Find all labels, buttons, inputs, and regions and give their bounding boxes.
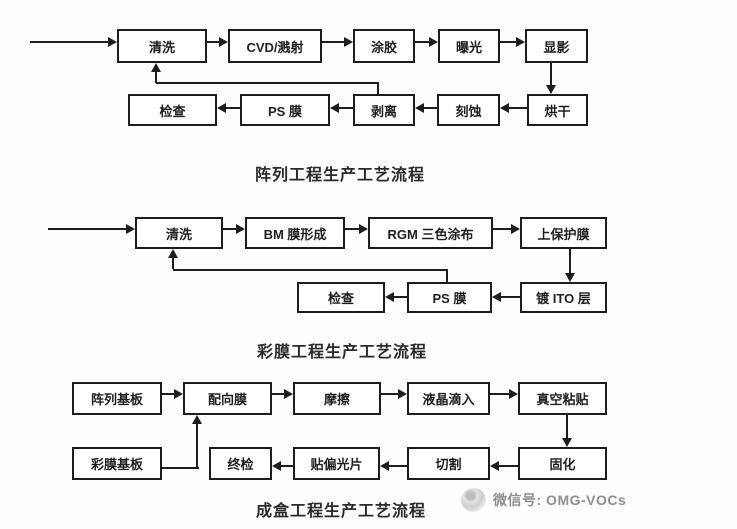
- feedback-loop-line: [156, 82, 379, 84]
- arrow-left-icon: [385, 292, 394, 302]
- node-ito-plating: 镀 ITO 层: [520, 282, 607, 313]
- arrow-left-icon: [217, 103, 226, 113]
- node-baking: 烘干: [527, 94, 588, 126]
- node-cleaning: 清洗: [135, 217, 223, 249]
- connector-line: [162, 467, 199, 469]
- wechat-stamp-icon: [461, 488, 486, 512]
- node-alignment-film: 配向膜: [183, 382, 272, 415]
- chart-title-cell-assembly-process: 成盒工程生产工艺流程: [255, 503, 426, 520]
- arrow-down-icon: [546, 85, 556, 94]
- node-curing: 固化: [518, 447, 607, 480]
- arrow-left-icon: [330, 103, 339, 113]
- arrow-right-icon: [359, 224, 368, 234]
- flow-line: [424, 107, 437, 109]
- node-polarizer-attaching: 贴偏光片: [293, 447, 380, 480]
- arrow-down-icon: [562, 438, 572, 447]
- node-bm-film-forming: BM 膜形成: [245, 217, 345, 249]
- node-cutting: 切割: [407, 447, 490, 480]
- flow-line: [339, 107, 353, 109]
- arrow-right-icon: [219, 37, 228, 47]
- flow-line: [501, 296, 520, 298]
- node-development: 显影: [525, 29, 588, 63]
- flow-line: [226, 107, 240, 109]
- chart-title-array-process: 阵列工程生产工艺流程: [254, 167, 425, 184]
- flow-line: [162, 393, 174, 395]
- flow-line: [281, 465, 293, 467]
- arrow-right-icon: [511, 224, 520, 234]
- arrow-up-icon: [192, 415, 202, 424]
- flow-line: [322, 41, 344, 43]
- feedback-loop-line: [377, 83, 379, 94]
- entry-flow-line: [30, 41, 108, 43]
- flow-line: [550, 63, 552, 85]
- arrow-right-icon: [429, 37, 438, 47]
- node-vacuum-bonding: 真空粘贴: [518, 382, 607, 415]
- arrow-right-icon: [509, 389, 518, 399]
- arrow-left-icon: [490, 461, 499, 471]
- flow-line: [207, 41, 219, 43]
- node-ps-film: PS 膜: [240, 94, 330, 126]
- arrow-left-icon: [492, 292, 501, 302]
- arrow-left-icon: [380, 461, 389, 471]
- node-final-inspection: 终检: [209, 447, 272, 480]
- node-rubbing: 摩擦: [293, 382, 381, 415]
- arrow-right-icon: [516, 37, 525, 47]
- chart-title-color-filter-process: 彩膜工程生产工艺流程: [256, 344, 427, 361]
- arrow-left-icon: [272, 461, 281, 471]
- flow-line: [509, 107, 527, 109]
- node-resist-coating: 涂胶: [353, 29, 415, 63]
- node-array-substrate: 阵列基板: [72, 382, 162, 415]
- feedback-loop-line: [172, 258, 174, 269]
- arrow-left-icon: [500, 103, 509, 113]
- flow-line: [499, 465, 518, 467]
- node-cvd-sputtering: CVD/溅射: [228, 29, 322, 63]
- node-etching: 刻蚀: [437, 94, 500, 126]
- arrow-right-icon: [284, 389, 293, 399]
- node-ps-film: PS 膜: [407, 282, 492, 313]
- feedback-loop-line: [446, 271, 448, 282]
- flow-line: [569, 249, 571, 273]
- flow-line: [223, 228, 236, 230]
- feedback-loop-line: [173, 269, 448, 271]
- flow-line: [493, 228, 511, 230]
- flow-line: [415, 41, 429, 43]
- node-lc-dropping: 液晶滴入: [407, 382, 490, 415]
- node-inspection: 检查: [128, 94, 217, 126]
- node-exposure: 曝光: [438, 29, 500, 63]
- flow-line: [272, 393, 284, 395]
- flow-line: [389, 465, 407, 467]
- node-rgb-tricolor-coating: RGM 三色涂布: [368, 217, 493, 249]
- arrow-right-icon: [398, 389, 407, 399]
- arrow-right-icon: [344, 37, 353, 47]
- node-inspection: 检查: [297, 282, 385, 313]
- flow-line: [500, 41, 516, 43]
- arrow-left-icon: [415, 103, 424, 113]
- flow-line: [381, 393, 398, 395]
- flow-line: [394, 296, 407, 298]
- flow-line: [345, 228, 359, 230]
- flow-line: [490, 393, 509, 395]
- connector-line: [196, 424, 198, 469]
- node-cleaning: 清洗: [117, 29, 207, 63]
- arrow-right-icon: [174, 389, 183, 399]
- flow-line: [566, 415, 568, 438]
- arrow-right-icon: [126, 224, 135, 234]
- entry-flow-line: [48, 228, 126, 230]
- arrow-right-icon: [236, 224, 245, 234]
- arrow-right-icon: [108, 37, 117, 47]
- wechat-id-label: 微信号: OMG-VOCs: [493, 492, 627, 508]
- node-stripping: 剥离: [353, 94, 415, 126]
- arrow-up-icon: [168, 249, 178, 258]
- feedback-loop-line: [155, 72, 157, 83]
- watermark: 微信号: OMG-VOCs: [461, 488, 626, 512]
- node-protective-film: 上保护膜: [520, 217, 607, 249]
- node-cf-substrate: 彩膜基板: [72, 447, 162, 480]
- arrow-up-icon: [151, 63, 161, 72]
- arrow-down-icon: [565, 273, 575, 282]
